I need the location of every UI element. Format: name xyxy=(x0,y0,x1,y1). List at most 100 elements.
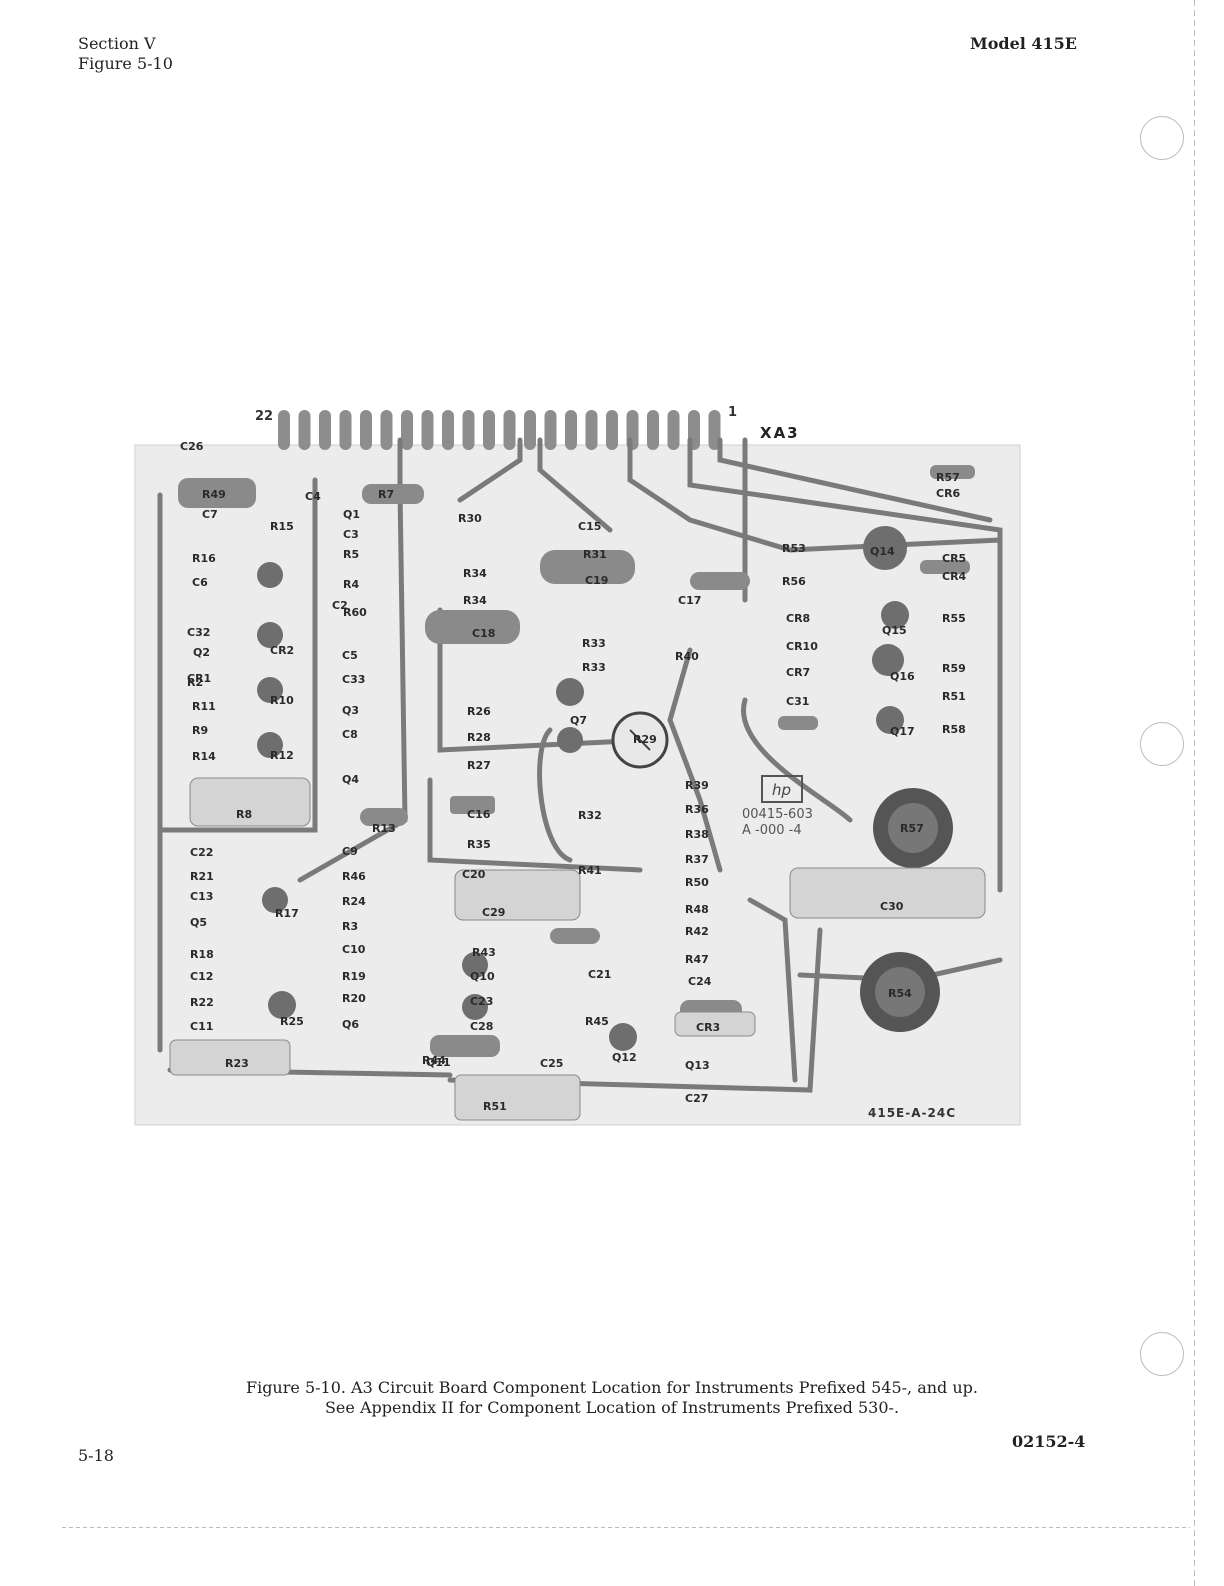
component-label-q11: Q11 xyxy=(426,1056,451,1069)
component-label-r32: R32 xyxy=(578,809,602,822)
component-label-c6: C6 xyxy=(192,576,208,589)
connector-finger xyxy=(462,410,475,450)
component-label-r12: R12 xyxy=(270,749,294,762)
component-label-r2: R2 xyxy=(187,676,203,689)
component-label-c7: C7 xyxy=(202,508,218,521)
component-label-q7: Q7 xyxy=(570,714,587,727)
component-label-cr1: CR1 xyxy=(187,672,211,685)
hp-logo-box xyxy=(761,775,803,803)
connector-finger xyxy=(544,410,557,450)
component-label-c15: C15 xyxy=(578,520,601,533)
connector-finger xyxy=(278,410,290,450)
connector-finger xyxy=(585,410,598,450)
punch-hole xyxy=(1140,1332,1184,1376)
punch-hole xyxy=(1140,722,1184,766)
component-label-r57: R57 xyxy=(936,471,960,484)
component-label-r37: R37 xyxy=(685,853,709,866)
component-label-r53: R53 xyxy=(782,542,806,555)
component-label-q15: Q15 xyxy=(882,624,907,637)
component-label-c18: C18 xyxy=(472,627,495,640)
connector-finger xyxy=(606,410,618,450)
connector-finger xyxy=(319,410,331,450)
tantalum-capacitors xyxy=(169,777,986,1121)
component-label-r54: R54 xyxy=(888,987,912,1000)
component-label-c2: C2 xyxy=(332,599,348,612)
component-label-c21: C21 xyxy=(588,968,611,981)
component-label-q12: Q12 xyxy=(612,1051,637,1064)
component-label-cr2: CR2 xyxy=(270,644,294,657)
component-label-q4: Q4 xyxy=(342,773,359,786)
component-label-r20: R20 xyxy=(342,992,366,1005)
component-label-r4: R4 xyxy=(343,578,359,591)
component-label-r19: R19 xyxy=(342,970,366,983)
connector-finger xyxy=(483,410,495,450)
component-label-c5: C5 xyxy=(342,649,358,662)
connector-finger xyxy=(380,410,393,450)
component-label-cr6: CR6 xyxy=(936,487,961,500)
component-label-c28: C28 xyxy=(470,1020,493,1033)
figure-caption: Figure 5-10. A3 Circuit Board Component … xyxy=(0,1378,1224,1418)
connector-label: XA3 xyxy=(760,424,800,442)
component-label-c29: C29 xyxy=(482,906,505,919)
component-label-r16: R16 xyxy=(192,552,216,565)
component-label-r33: R33 xyxy=(582,637,606,650)
component-label-r23: R23 xyxy=(225,1057,249,1070)
connector-finger xyxy=(667,410,680,450)
component-label-r51: R51 xyxy=(942,690,966,703)
component-label-r44: R44 xyxy=(422,1054,446,1067)
connector-finger xyxy=(442,410,454,450)
component-label-r11: R11 xyxy=(192,700,216,713)
component-label-r17: R17 xyxy=(275,907,299,920)
component-label-r46: R46 xyxy=(342,870,366,883)
component-label-c22: C22 xyxy=(190,846,213,859)
component-label-c26: C26 xyxy=(180,440,204,453)
board-part-number: 00415-603 xyxy=(742,807,813,822)
component-label-r9: R9 xyxy=(192,724,208,737)
component-label-q13: Q13 xyxy=(685,1059,710,1072)
component-label-c3: C3 xyxy=(343,528,359,541)
component-label-q17: Q17 xyxy=(890,725,915,738)
component-label-r43: R43 xyxy=(472,946,496,959)
component-label-r13: R13 xyxy=(372,822,396,835)
component-label-r24: R24 xyxy=(342,895,366,908)
component-label-c25: C25 xyxy=(540,1057,563,1070)
component-label-r59: R59 xyxy=(942,662,966,675)
component-label-c27: C27 xyxy=(685,1092,708,1105)
component-label-c4: C4 xyxy=(305,490,321,503)
model-label: Model 415E xyxy=(970,34,1077,53)
edge-connector xyxy=(278,410,721,450)
section-label: Section V xyxy=(78,34,156,53)
component-label-r57: R57 xyxy=(900,822,924,835)
component-label-q16: Q16 xyxy=(890,670,915,683)
connector-finger xyxy=(401,410,413,450)
component-label-r22: R22 xyxy=(190,996,214,1009)
component-label-r14: R14 xyxy=(192,750,216,763)
bottom-rule xyxy=(62,1527,1190,1528)
connector-finger xyxy=(339,410,352,450)
component-label-r56: R56 xyxy=(782,575,806,588)
component-label-r8: R8 xyxy=(236,808,252,821)
component-label-r36: R36 xyxy=(685,803,709,816)
component-label-c19: C19 xyxy=(585,574,608,587)
component-label-r47: R47 xyxy=(685,953,709,966)
connector-pin-first: 22 xyxy=(255,409,273,424)
component-label-r35: R35 xyxy=(467,838,491,851)
transistor-cans xyxy=(257,526,909,1051)
component-label-c8: C8 xyxy=(342,728,358,741)
component-label-r48: R48 xyxy=(685,903,709,916)
component-label-r39: R39 xyxy=(685,779,709,792)
component-label-r34: R34 xyxy=(463,594,487,607)
component-label-c30: C30 xyxy=(880,900,904,913)
component-label-cr5: CR5 xyxy=(942,552,966,565)
component-label-cr7: CR7 xyxy=(786,666,810,679)
component-label-r41: R41 xyxy=(578,864,602,877)
component-label-r28: R28 xyxy=(467,731,491,744)
document-code: 02152-4 xyxy=(1012,1432,1086,1451)
component-label-cr10: CR10 xyxy=(786,640,818,653)
capacitor-bodies xyxy=(178,465,975,1057)
caption-line-2: See Appendix II for Component Location o… xyxy=(324,1398,900,1417)
connector-finger xyxy=(421,410,434,450)
connector-finger xyxy=(298,410,311,450)
component-label-r25: R25 xyxy=(280,1015,304,1028)
